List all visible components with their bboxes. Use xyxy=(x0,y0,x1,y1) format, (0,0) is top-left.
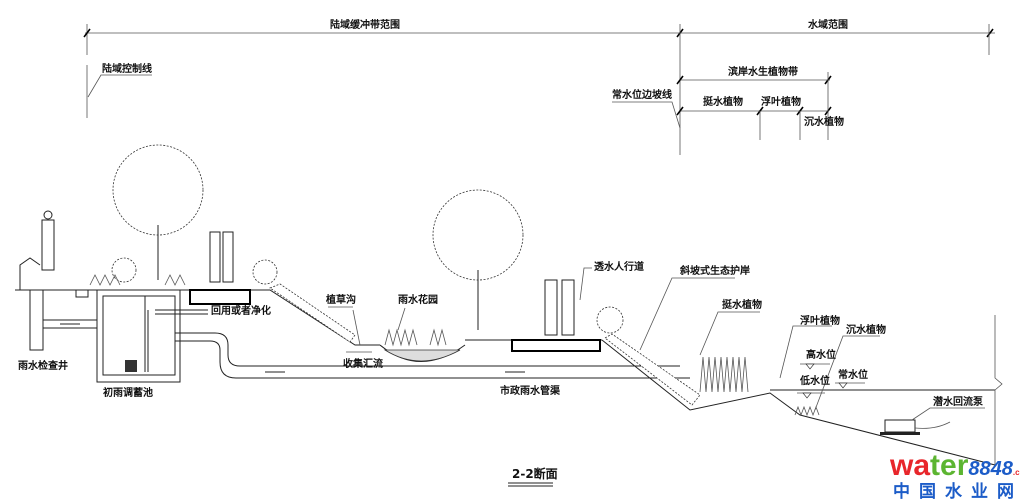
municipal-pipe: 市政雨水管渠 xyxy=(175,332,690,397)
people xyxy=(41,210,575,336)
emergent-plants-label: 挺水植物 xyxy=(722,298,762,311)
dimension-land-buffer: 陆域缓冲带范围 水域范围 xyxy=(83,18,995,155)
land-buffer-range-label: 陆域缓冲带范围 xyxy=(330,18,400,31)
land-control-line-label: 陆域控制线 xyxy=(102,62,152,75)
water-range-label: 水域范围 xyxy=(807,18,848,31)
normal-water-slope-line-label: 常水位边坡线 xyxy=(612,88,672,101)
garden-plants xyxy=(89,274,820,417)
section-title-text: 2-2断面 xyxy=(512,466,558,481)
floating-dim-label: 浮叶植物 xyxy=(761,95,801,108)
watermark-logo: water8848.com 中国水业网 xyxy=(889,449,1020,502)
municipal-pipe-label: 市政雨水管渠 xyxy=(500,384,561,397)
permeable-sidewalk: 透水人行道 斜坡式生态护岸 xyxy=(511,260,750,352)
emergent-dim-label: 挺水植物 xyxy=(703,95,743,108)
submerged-dim-label: 沉水植物 xyxy=(804,115,844,128)
submerged-plants-label: 沉水植物 xyxy=(846,323,886,336)
inspection-well-label: 雨水检查井 xyxy=(18,359,68,372)
initial-rain-tank-label: 初雨调蓄池 xyxy=(103,386,153,399)
normal-water-level-label: 常水位 xyxy=(838,368,868,381)
land-control-line: 陆域控制线 xyxy=(86,62,152,118)
dimension-riparian-belt: 滨岸水生植物带 挺水植物 浮叶植物 沉水植物 常水位边坡线 xyxy=(612,65,844,140)
collect-flow-label: 收集汇流 xyxy=(343,357,383,370)
svg-text:中国水业网: 中国水业网 xyxy=(893,481,1020,502)
reuse-or-purify-label: 回用或者净化 xyxy=(211,304,271,317)
rain-garden-label: 雨水花园 xyxy=(398,293,438,306)
permeable-sidewalk-label: 透水人行道 xyxy=(594,260,644,273)
svg-text:water8848.com: water8848.com xyxy=(889,449,1020,482)
slope-eco-revetment-label: 斜坡式生态护岸 xyxy=(679,264,750,277)
return-pump-label: 潜水回流泵 xyxy=(933,395,984,408)
riprap-slope xyxy=(269,283,701,406)
rain-garden: 植草沟 雨水花园 收集汇流 xyxy=(325,293,461,370)
inspection-well: 雨水检查井 xyxy=(18,257,89,372)
riparian-belt-label: 滨岸水生植物带 xyxy=(728,65,798,78)
water-labels: 挺水植物 浮叶植物 沉水植物 高水位 低水位 常水位 xyxy=(699,298,886,411)
low-water-level-label: 低水位 xyxy=(799,374,830,387)
trees xyxy=(111,144,624,334)
section-title: 2-2断面 xyxy=(508,466,558,487)
reuse-outlet: 回用或者净化 xyxy=(155,289,271,317)
grass-swale-label: 植草沟 xyxy=(325,293,356,306)
high-water-level-label: 高水位 xyxy=(806,348,836,361)
initial-rain-tank: 初雨调蓄池 xyxy=(43,289,181,399)
return-pump: 潜水回流泵 xyxy=(880,395,985,435)
floating-leaf-plants-label: 浮叶植物 xyxy=(800,314,840,327)
